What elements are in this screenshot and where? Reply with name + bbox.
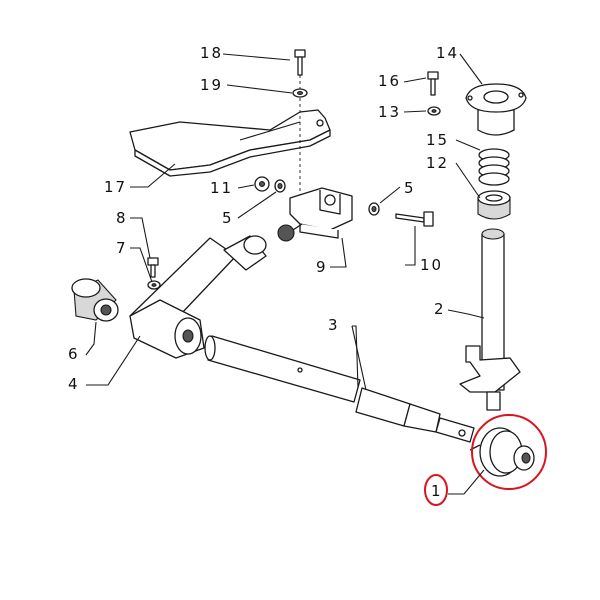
callout-1: 1	[431, 482, 443, 500]
bolt-part-8[interactable]	[147, 257, 159, 278]
callout-18: 18	[200, 44, 223, 62]
rubber-bushing-part-1[interactable]	[469, 427, 535, 477]
highlight-oval-callout-1	[424, 474, 448, 506]
callout-16: 16	[378, 72, 401, 90]
spring-part-15[interactable]	[478, 148, 510, 186]
callout-6: 6	[68, 345, 80, 363]
shift-shaft-part-2[interactable]	[459, 228, 521, 411]
selector-block-part-9[interactable]	[277, 187, 353, 242]
bolt-part-10[interactable]	[395, 211, 434, 227]
callout-labels: 18 19 14 16 13 15 12 17 11 5 5 8 7 9 10 …	[68, 44, 459, 500]
callout-5-right: 5	[404, 179, 416, 197]
highlight-circle-part-1	[471, 414, 547, 490]
lever-arm-part-4[interactable]	[129, 235, 267, 359]
callout-13: 13	[378, 103, 401, 121]
callout-8: 8	[116, 209, 128, 227]
shift-plate-part-17[interactable]	[129, 109, 331, 177]
callout-10: 10	[420, 256, 443, 274]
callout-9: 9	[316, 258, 328, 276]
callout-14: 14	[436, 44, 459, 62]
callout-17: 17	[104, 178, 127, 196]
callout-12: 12	[426, 154, 449, 172]
callout-3: 3	[328, 316, 340, 334]
callout-15: 15	[426, 131, 449, 149]
washer-part-5-left[interactable]	[274, 179, 286, 193]
nut-part-11[interactable]	[254, 176, 270, 192]
callout-2: 2	[434, 300, 446, 318]
bolt-part-18[interactable]	[294, 49, 306, 76]
callout-5-left: 5	[222, 209, 234, 227]
bolt-part-16[interactable]	[427, 71, 439, 96]
flange-cover-part-14[interactable]	[465, 83, 527, 136]
washer-part-7[interactable]	[147, 280, 161, 290]
washer-part-13[interactable]	[427, 106, 441, 116]
washer-part-19[interactable]	[292, 88, 308, 98]
bushing-part-6[interactable]	[71, 278, 119, 322]
callout-4: 4	[68, 375, 80, 393]
callout-11: 11	[210, 179, 233, 197]
leader-lines	[85, 53, 485, 495]
washer-part-5-right[interactable]	[368, 202, 380, 216]
callout-19: 19	[200, 76, 223, 94]
rod-part-3[interactable]	[204, 335, 475, 443]
callout-7: 7	[116, 239, 128, 257]
bushing-part-12[interactable]	[477, 190, 511, 220]
